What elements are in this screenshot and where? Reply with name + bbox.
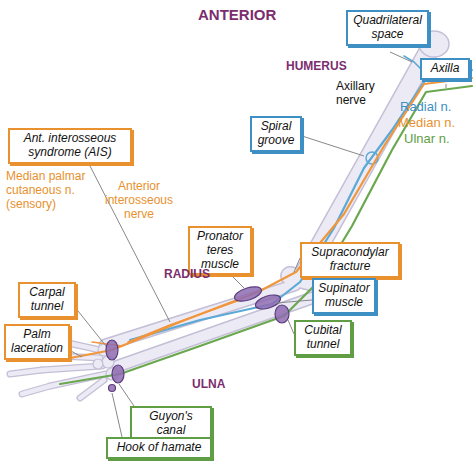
site-label: Supracondylar fracture [306,246,394,274]
site-label: Axilla [426,62,464,76]
site-label: Spiral groove [256,120,296,148]
site-box: Palm laceration [4,324,70,360]
site-label: Palm laceration [10,328,64,356]
anatomy-label: Ulnar n. [404,132,450,147]
site-label: Quadrilateral space [352,14,423,42]
site-label: Carpal tunnel [24,286,70,314]
anatomy-label: Radial n. [400,100,451,115]
anatomy-label: Median palmar cutaneous n. (sensory) [6,170,102,211]
site-box: Ant. interosseous syndrome (AIS) [8,128,132,164]
site-box: Quadrilateral space [346,10,429,46]
site-label: Ant. interosseous syndrome (AIS) [14,132,126,160]
anatomy-label: HUMERUS [286,60,347,74]
anatomy-label: ULNA [192,378,225,392]
anatomy-label: Axillary nerve [336,80,392,108]
anatomy-label: Anterior interosseous nerve [100,180,178,221]
site-label: Cubital tunnel [300,324,346,352]
diagram-title: ANTERIOR [198,6,276,23]
site-box: Spiral groove [250,116,302,152]
site-box: Carpal tunnel [18,282,76,318]
anatomy-label: RADIUS [164,268,210,282]
site-box: Axilla [420,58,470,80]
anatomy-label: Median n. [398,116,455,131]
site-label: Hook of hamate [112,441,206,455]
site-box: Supracondylar fracture [300,242,400,278]
site-label: Supinator muscle [318,282,370,310]
site-label: Guyon's canal [136,410,206,438]
site-box: Cubital tunnel [294,320,352,356]
site-box: Supinator muscle [312,278,376,314]
site-label: Pronator teres muscle [194,230,246,271]
site-box: Hook of hamate [106,437,212,459]
